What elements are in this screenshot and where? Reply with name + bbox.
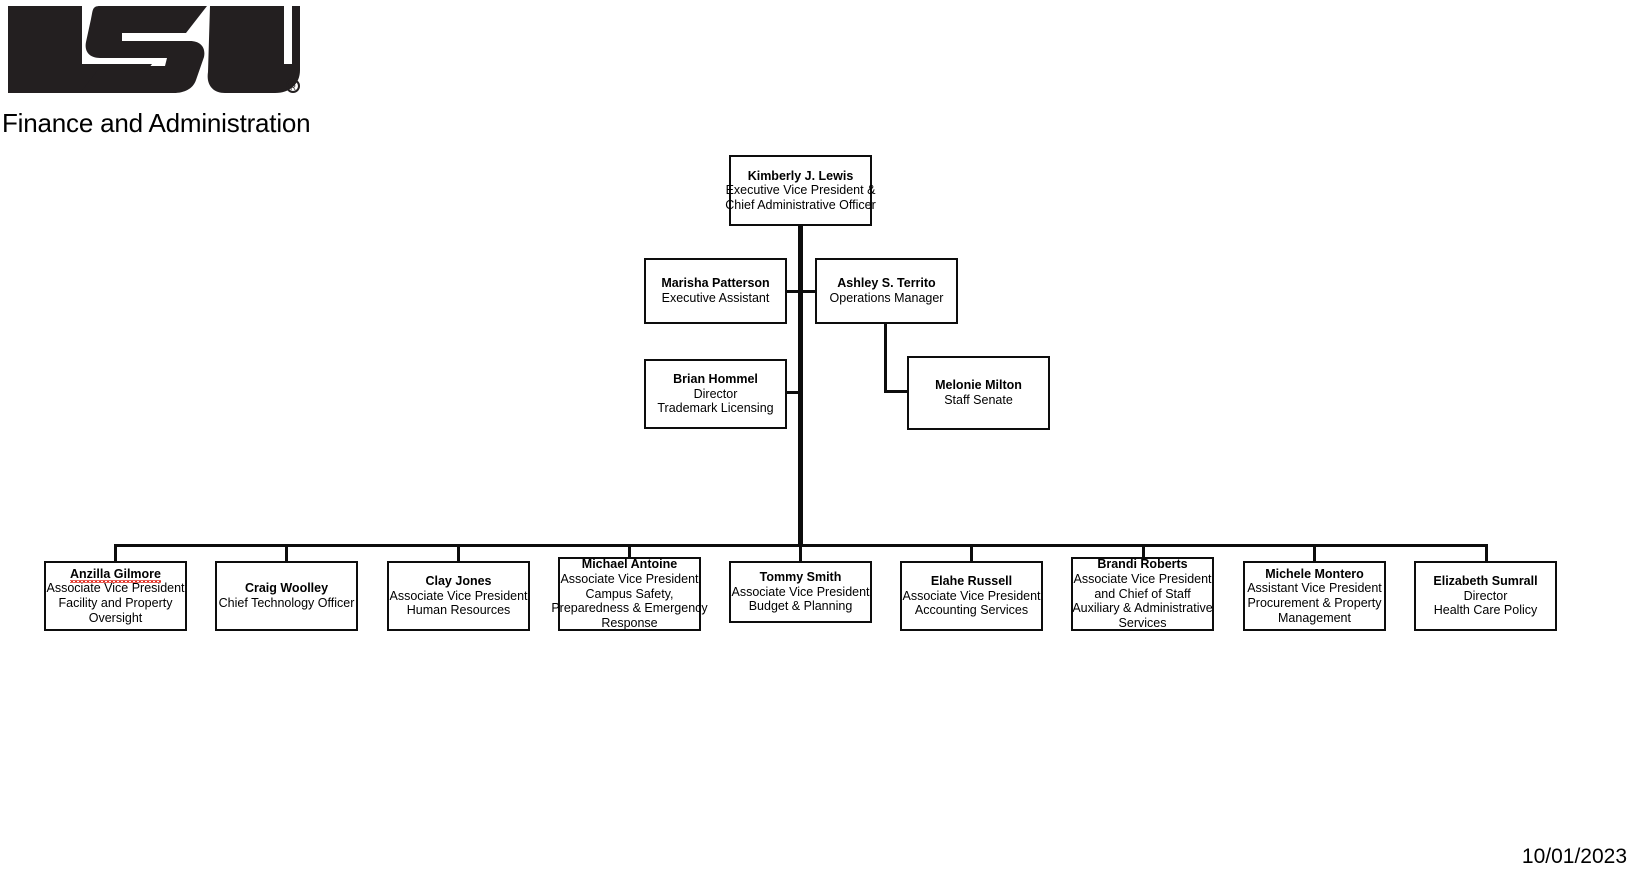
node-name: Elizabeth Sumrall	[1433, 574, 1538, 589]
connector-drop-brandi	[1142, 544, 1145, 558]
connector-drop-anzilla	[114, 544, 117, 562]
node-title-line: Chief Administrative Officer	[725, 197, 876, 212]
node-name: Brian Hommel	[673, 372, 758, 387]
node-name: Brandi Roberts	[1097, 557, 1188, 572]
node-title-line: Budget & Planning	[748, 599, 853, 614]
node-title-line: Associate Vice President	[389, 588, 528, 603]
connector-drop-michael	[628, 544, 631, 558]
node-title-line: Operations Manager	[829, 291, 944, 305]
node-title-line: Oversight	[88, 610, 143, 625]
node-title-line: Associate Vice President	[902, 588, 1041, 603]
node-title: Director Health Care Policy	[1434, 589, 1538, 618]
node-title: Executive Vice President & Chief Adminis…	[725, 183, 876, 212]
node-title-line: Associate Vice President	[1073, 572, 1212, 587]
node-title: Operations Manager	[830, 291, 944, 306]
node-title-line: Chief Technology Officer	[218, 596, 355, 610]
connector-to-marisha	[786, 290, 802, 293]
node-title-line: Auxiliary & Administrative	[1072, 601, 1213, 616]
brand-header: R Finance and Administration	[0, 0, 420, 150]
node-title: Associate Vice President Human Resources	[389, 589, 527, 618]
node-kimberly-lewis[interactable]: Kimberly J. Lewis Executive Vice Preside…	[725, 155, 876, 226]
node-title-line: Management	[1278, 610, 1351, 625]
node-title-line: Executive Vice President &	[725, 183, 876, 198]
node-title-line: Director	[693, 386, 738, 401]
connector-drop-elizabeth	[1485, 544, 1488, 562]
node-title: Executive Assistant	[662, 291, 770, 306]
node-title: Associate Vice President Campus Safety, …	[551, 572, 707, 631]
connector-drop-craig	[285, 544, 288, 562]
node-name: Tommy Smith	[759, 570, 842, 585]
connector-ashley-melonie-vertical	[884, 324, 887, 392]
connector-drop-clay	[457, 544, 460, 562]
node-brian-hommel[interactable]: Brian Hommel Director Trademark Licensin…	[644, 359, 787, 429]
node-tommy-smith[interactable]: Tommy Smith Associate Vice President Bud…	[729, 561, 872, 623]
node-michael-antoine[interactable]: Michael Antoine Associate Vice President…	[551, 557, 708, 631]
node-name: Michele Montero	[1265, 566, 1364, 581]
connector-to-ashley	[801, 290, 816, 293]
node-title: Associate Vice President and Chief of St…	[1072, 572, 1212, 631]
department-title: Finance and Administration	[2, 108, 311, 138]
connector-drop-tommy	[799, 544, 802, 562]
node-melonie-milton[interactable]: Melonie Milton Staff Senate	[907, 356, 1050, 430]
node-title-line: Response	[601, 615, 658, 630]
node-title: Associate Vice President Budget & Planni…	[731, 585, 869, 614]
node-title-line: Trademark Licensing	[657, 401, 774, 416]
node-brandi-roberts[interactable]: Brandi Roberts Associate Vice President …	[1071, 557, 1214, 631]
node-craig-woolley[interactable]: Craig Woolley Chief Technology Officer	[215, 561, 358, 631]
node-anzilla-gilmore[interactable]: Anzilla Gilmore Associate Vice President…	[44, 561, 187, 631]
node-clay-jones[interactable]: Clay Jones Associate Vice President Huma…	[387, 561, 530, 631]
node-title-line: Campus Safety,	[585, 586, 674, 601]
node-title-line: Health Care Policy	[1433, 603, 1538, 618]
node-name: Marisha Patterson	[661, 276, 770, 291]
node-elizabeth-sumrall[interactable]: Elizabeth Sumrall Director Health Care P…	[1414, 561, 1557, 631]
node-name: Clay Jones	[425, 574, 492, 589]
node-title-line: Staff Senate	[944, 393, 1013, 407]
node-name: Craig Woolley	[244, 581, 329, 596]
node-title-line: Associate Vice President	[731, 584, 870, 599]
node-title-line: Associate Vice President	[46, 581, 185, 596]
node-title: Assistant Vice President Procurement & P…	[1247, 581, 1382, 625]
connector-ashley-melonie-horizontal	[884, 390, 909, 393]
node-name: Michael Antoine	[581, 557, 678, 572]
node-name: Anzilla Gilmore	[70, 566, 161, 583]
node-title: Director Trademark Licensing	[657, 387, 773, 416]
node-title-line: Accounting Services	[914, 603, 1029, 618]
node-name: Ashley S. Territo	[837, 276, 936, 291]
connector-drop-elahe	[970, 544, 973, 562]
document-date: 10/01/2023	[1521, 845, 1627, 868]
node-title-line: Assistant Vice President	[1247, 581, 1382, 596]
connector-spine-main	[798, 225, 803, 546]
node-title-line: Director	[1463, 588, 1508, 603]
node-title: Associate Vice President Facility and Pr…	[46, 581, 184, 625]
node-title: Staff Senate	[944, 393, 1013, 408]
node-title-line: Executive Assistant	[661, 291, 770, 305]
node-title-line: Facility and Property	[58, 596, 173, 610]
connector-drop-michele	[1313, 544, 1316, 562]
node-michele-montero[interactable]: Michele Montero Assistant Vice President…	[1243, 561, 1386, 631]
connector-to-brian	[787, 391, 802, 394]
lsu-logo: R	[4, 2, 304, 97]
node-name-text: Anzilla Gilmore	[70, 566, 161, 583]
node-elahe-russell[interactable]: Elahe Russell Associate Vice President A…	[900, 561, 1043, 631]
node-title: Chief Technology Officer	[219, 596, 355, 611]
node-name: Kimberly J. Lewis	[747, 168, 854, 183]
node-title-line: Services	[1118, 615, 1167, 630]
node-title: Associate Vice President Accounting Serv…	[902, 589, 1040, 618]
node-marisha-patterson[interactable]: Marisha Patterson Executive Assistant	[644, 258, 787, 324]
node-title-line: Preparedness & Emergency	[551, 601, 708, 616]
node-title-line: Associate Vice President	[560, 572, 699, 587]
node-name: Melonie Milton	[935, 378, 1022, 393]
node-title-line: and Chief of Staff	[1094, 586, 1191, 601]
svg-text:R: R	[290, 83, 296, 92]
node-title-line: Human Resources	[406, 603, 511, 618]
node-name: Elahe Russell	[930, 574, 1013, 589]
node-title-line: Procurement & Property	[1247, 596, 1382, 610]
node-ashley-territo[interactable]: Ashley S. Territo Operations Manager	[815, 258, 958, 324]
